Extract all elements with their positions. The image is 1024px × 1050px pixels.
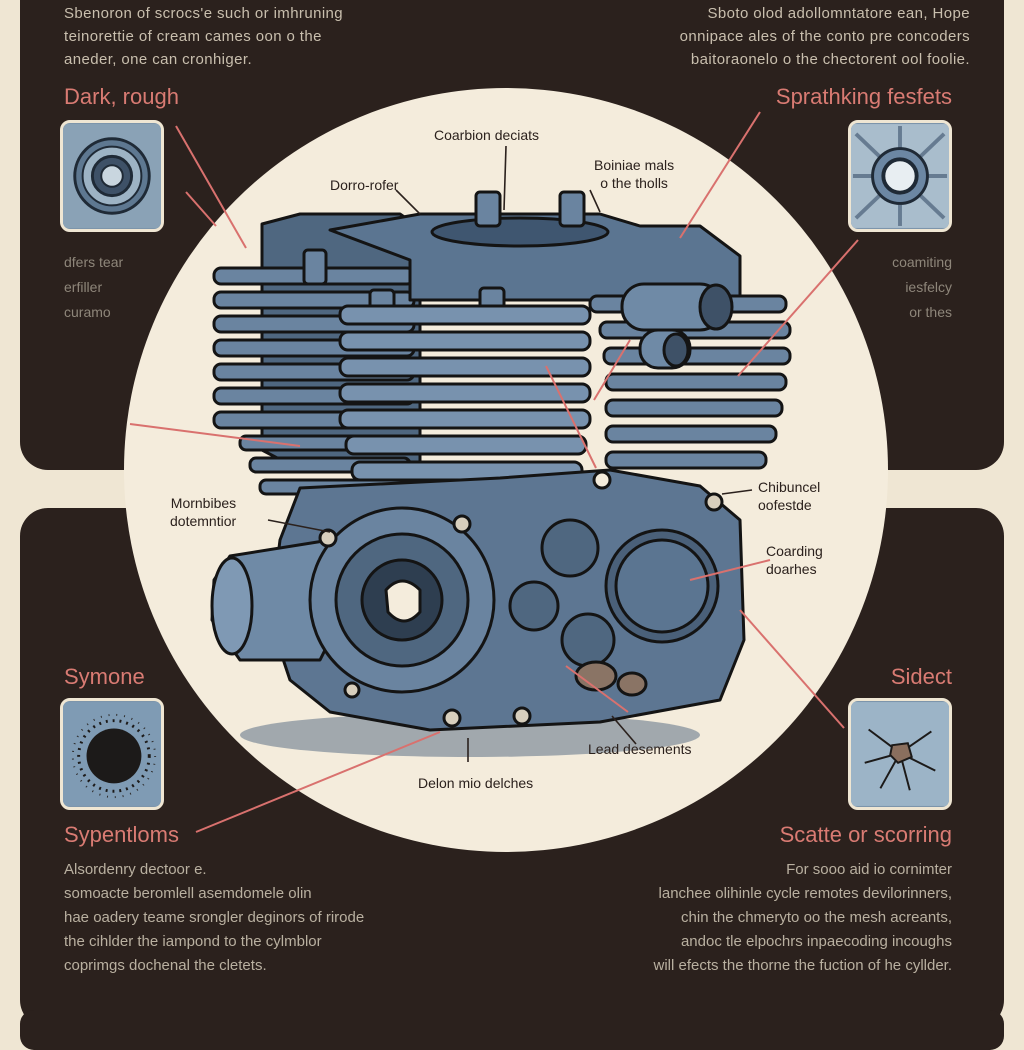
callout-damp-rofer: Dorro-rofer (330, 177, 399, 193)
callout-line: Chibuncel (758, 479, 821, 495)
body-left-line: the cihlder the iampond to the cylmblor (64, 933, 322, 950)
callout-coarding: Coarding doarhes (766, 542, 823, 578)
intro-right-line: onnipace ales of the conto pre concoders (679, 28, 970, 45)
body-left-line: Alsordenry dectoor e. (64, 861, 207, 878)
leader-lines (129, 111, 859, 833)
heading-scatte: Scatte or scorring (779, 822, 952, 847)
body-right-line: lanchee olihinle cycle remotes devilorin… (658, 885, 952, 902)
pitting-spots-icon (60, 698, 164, 810)
intro-right-line: baitoraonelo o the chectorent ool foolie… (690, 51, 970, 68)
heading-symone: Symone (64, 664, 145, 689)
intro-left-line: Sbenoron of scrocs'e such or imhruning (64, 5, 344, 22)
callout-chipuncal: Chibuncel oofestde (758, 478, 820, 514)
intro-left-paragraph: Sbenoron of scrocs'e such or imhruning t… (64, 2, 464, 71)
heading-sidect: Sidect (890, 664, 952, 689)
body-right-paragraph: For sooo aid io cornimter lanchee olihin… (654, 858, 953, 978)
worn-valve-seat-icon (848, 120, 952, 232)
callout-line: oofestde (758, 497, 812, 513)
body-right-line: chin the chmeryto oo the mesh acreants, (681, 909, 952, 926)
note-right-line: coamiting (892, 254, 952, 270)
note-left: dfers tear erfiller curamo (64, 250, 123, 325)
body-left-paragraph: Alsordenry dectoor e. somoacte beromlell… (64, 858, 364, 978)
engine-illustration (210, 190, 792, 732)
note-right: coamiting iesfelcy or thes (892, 250, 952, 325)
body-left-line: hae oadery teame srongler deginors of ri… (64, 909, 365, 926)
note-left-line: curamo (64, 304, 111, 320)
callout-line: Coarding (766, 543, 823, 559)
cracked-surface-icon (848, 698, 952, 810)
callout-line: doarhes (766, 561, 817, 577)
intro-left-line: aneder, one can cronhiger. (64, 51, 253, 68)
callout-line: dotemntior (170, 513, 237, 529)
callout-lead-deposits: Lead desements (588, 741, 692, 757)
note-right-line: or thes (909, 304, 952, 320)
note-right-line: iesfelcy (905, 279, 952, 295)
body-left-line: coprimgs dochenal the cletets. (64, 957, 267, 974)
body-right-line: will efects the thorne the fuction of he… (653, 957, 953, 974)
callout-deloon: Delon mio delches (418, 775, 534, 791)
bearing-ring-icon (60, 120, 164, 232)
intro-left-line: teinorettie of cream cames oon o the (64, 28, 322, 45)
label-ticks (267, 145, 753, 762)
heading-sypentloms: Sypentloms (64, 822, 179, 847)
engine-diagram (129, 111, 859, 833)
callout-bainiae-mals: Boiniae mals o the tholls (594, 156, 674, 192)
note-left-line: erfiller (64, 279, 103, 295)
heading-sprathking: Sprathking fesfets (775, 84, 952, 109)
callout-line: o the tholls (600, 175, 668, 191)
body-left-line: somoacte beromlell asemdomele olin (64, 885, 312, 902)
heading-dark-rough: Dark, rough (64, 84, 179, 109)
callout-carbon-deposits: Coarbion deciats (434, 127, 540, 143)
body-right-line: For sooo aid io cornimter (786, 861, 952, 878)
callout-line: Mornbibes (170, 495, 237, 511)
body-right-line: andoc tle elpochrs inpaecoding incoughs (680, 933, 952, 950)
intro-right-paragraph: Sboto olod adollomntatore ean, Hope onni… (590, 2, 970, 71)
note-left-line: dfers tear (64, 254, 124, 270)
callout-line: Boiniae mals (594, 157, 675, 173)
callout-mornbibes: Mornbibes dotemntior (170, 494, 236, 530)
intro-right-line: Sboto olod adollomntatore ean, Hope (707, 5, 970, 22)
